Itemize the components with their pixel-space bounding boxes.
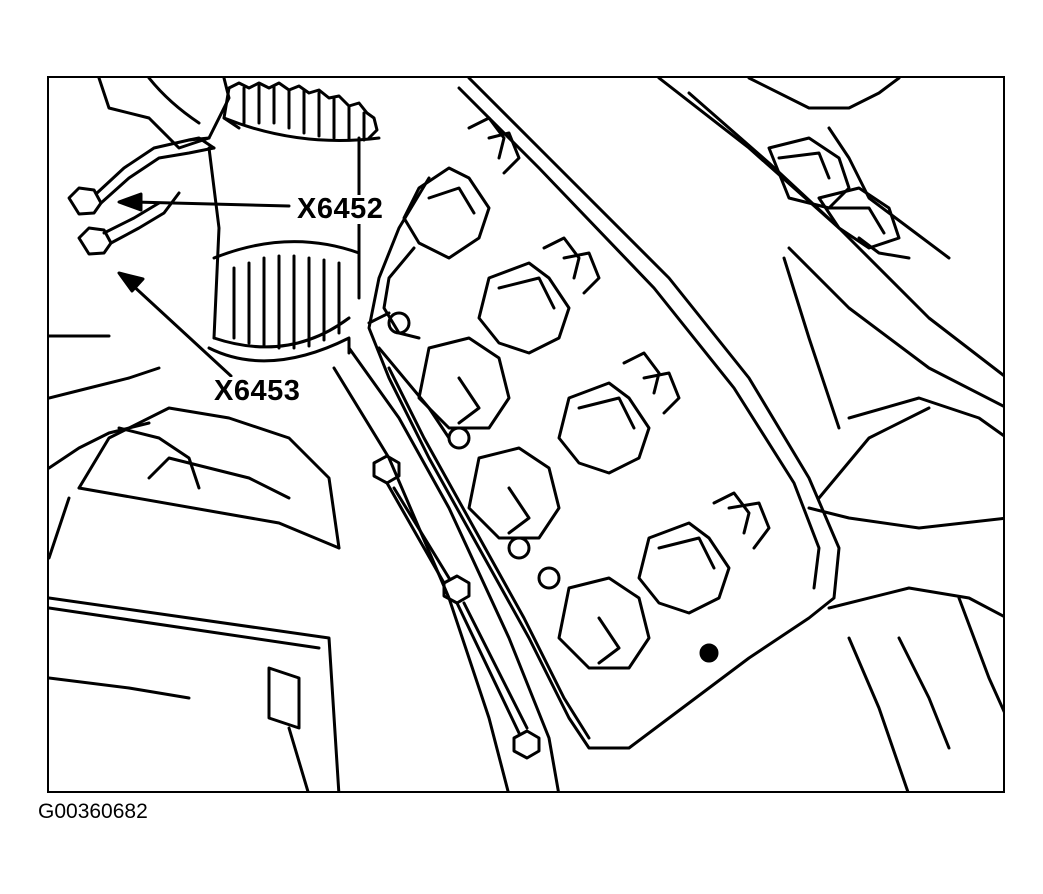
- diagram-frame: X6452 X6453: [47, 76, 1005, 793]
- callout-x6453-label: X6453: [211, 377, 304, 406]
- ignition-coils: [367, 116, 771, 670]
- cover-bolts: [372, 454, 541, 760]
- engine-compartment-line-art: [49, 78, 1003, 791]
- leader-arrows: [117, 192, 291, 378]
- figure-id-label: G00360682: [38, 800, 148, 823]
- cylinder-head-cover: [332, 78, 841, 791]
- callout-x6452-label: X6452: [294, 195, 387, 224]
- upper-right-connector: [767, 136, 911, 260]
- battery-box: [49, 406, 341, 791]
- ignition-coil-cap: [207, 81, 381, 363]
